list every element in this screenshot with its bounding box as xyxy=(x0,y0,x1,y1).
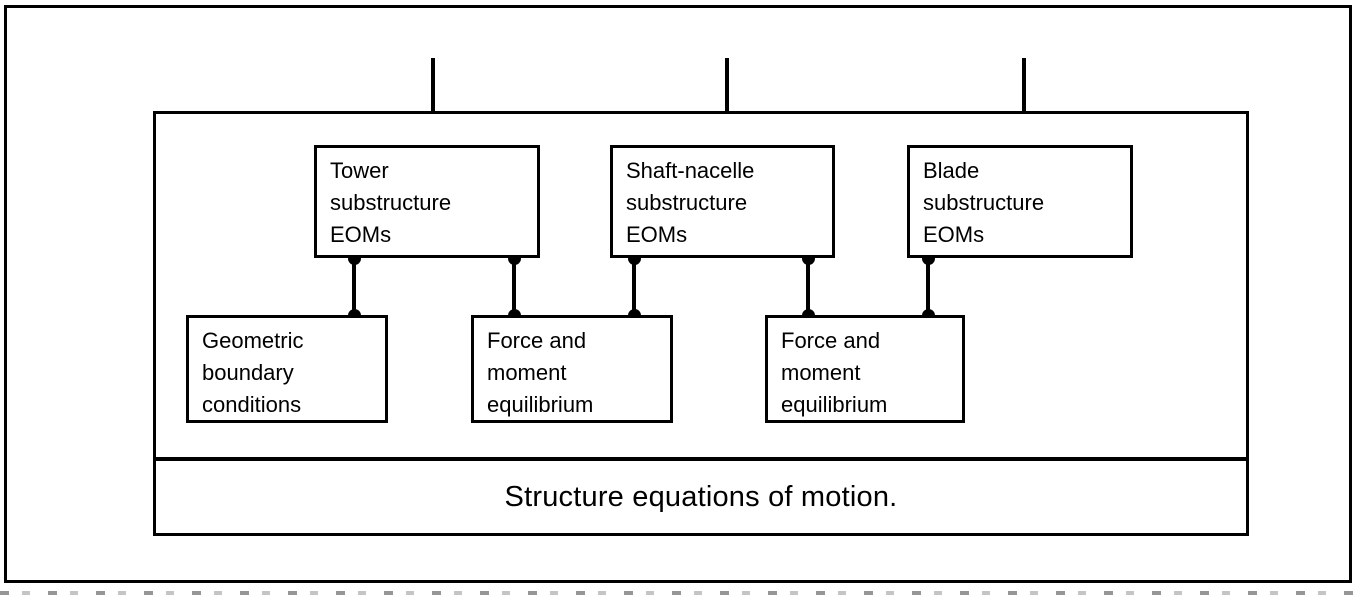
input-arrow-blade-shaft xyxy=(1022,58,1026,127)
input-arrow-shaft-nacelle-shaft xyxy=(725,58,729,127)
connector-shaft-to-force-1 xyxy=(632,258,636,315)
figure-caption-text: Structure equations of motion. xyxy=(504,480,898,513)
node-force-2-line-2: moment xyxy=(781,360,861,385)
node-force-1-line-3: equilibrium xyxy=(487,392,594,417)
node-force-2-line-1: Force and xyxy=(781,328,881,353)
node-blade-line-1: Blade xyxy=(923,158,980,183)
node-shaft-nacelle-line-1: Shaft-nacelle xyxy=(626,158,755,183)
node-shaft-nacelle-line-3: EOMs xyxy=(626,222,688,247)
node-blade-line-2: substructure xyxy=(923,190,1045,215)
node-geometric-line-3: conditions xyxy=(202,392,302,417)
node-tower-line-2: substructure xyxy=(330,190,452,215)
node-force-2-line-3: equilibrium xyxy=(781,392,888,417)
input-arrow-tower-shaft xyxy=(431,58,435,127)
node-force-moment-equilibrium-1[interactable]: Force and moment equilibrium xyxy=(471,315,673,423)
connector-blade-to-force-2 xyxy=(926,258,930,315)
node-blade-line-3: EOMs xyxy=(923,222,985,247)
connector-tower-to-force-1 xyxy=(512,258,516,315)
connector-shaft-to-force-2 xyxy=(806,258,810,315)
node-force-moment-equilibrium-2[interactable]: Force and moment equilibrium xyxy=(765,315,965,423)
node-geometric-line-2: boundary xyxy=(202,360,294,385)
node-shaft-nacelle-line-2: substructure xyxy=(626,190,748,215)
node-force-1-line-1: Force and xyxy=(487,328,587,353)
node-tower-substructure-eoms[interactable]: Tower substructure EOMs xyxy=(314,145,540,258)
connector-tower-to-geometric xyxy=(352,258,356,315)
figure-caption-strip: Structure equations of motion. xyxy=(153,457,1249,536)
figure-outer-frame xyxy=(4,5,1352,583)
node-force-1-line-2: moment xyxy=(487,360,567,385)
node-geometric-line-1: Geometric xyxy=(202,328,304,353)
node-shaft-nacelle-substructure-eoms[interactable]: Shaft-nacelle substructure EOMs xyxy=(610,145,835,258)
node-tower-line-3: EOMs xyxy=(330,222,392,247)
node-geometric-boundary-conditions[interactable]: Geometric boundary conditions xyxy=(186,315,388,423)
node-tower-line-1: Tower xyxy=(330,158,389,183)
scan-artifact-row xyxy=(0,591,1359,595)
node-blade-substructure-eoms[interactable]: Blade substructure EOMs xyxy=(907,145,1133,258)
